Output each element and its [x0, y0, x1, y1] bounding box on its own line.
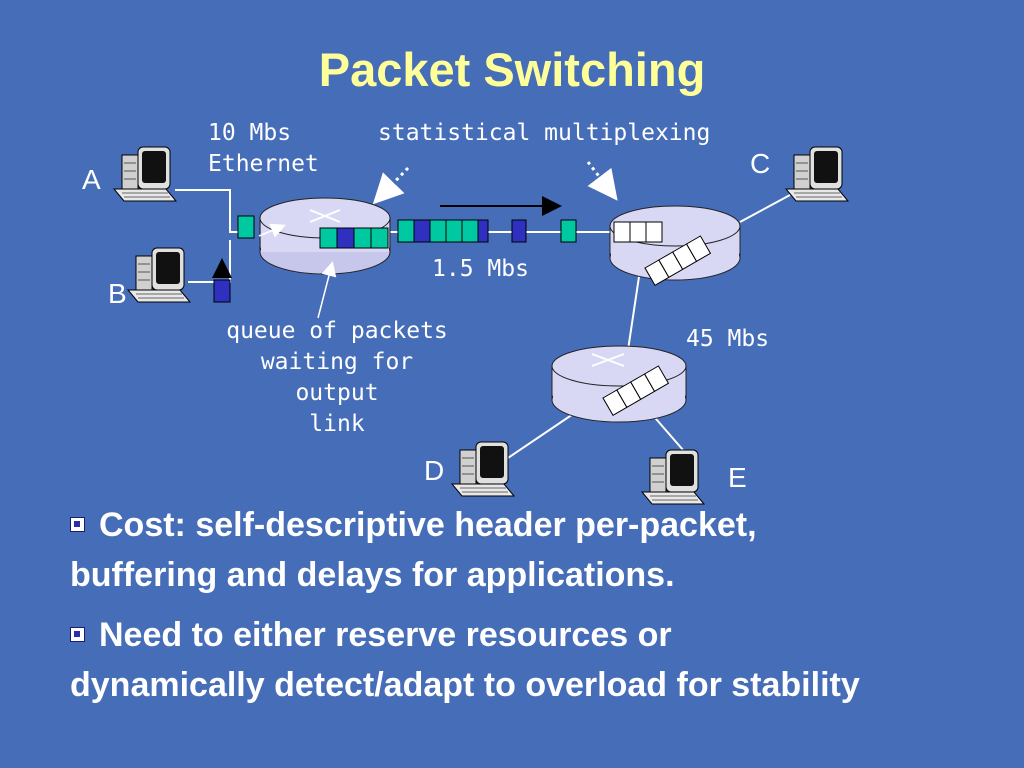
packet-a-arrow — [258, 223, 286, 238]
link-rate-low-label: 45 Mbs — [686, 326, 770, 352]
node-label-e: E — [728, 462, 747, 493]
bullet-item: Need to either reserve resources or dyna… — [70, 610, 1010, 710]
host-e-computer-icon — [641, 449, 705, 505]
router-3 — [551, 345, 687, 423]
packet-from-b — [213, 279, 231, 303]
node-label-b: B — [108, 278, 127, 309]
queue-pointer-arrow — [317, 261, 337, 319]
slide-title: Packet Switching — [318, 43, 706, 96]
bullet-square-icon — [70, 517, 85, 532]
host-b-computer-icon — [127, 247, 191, 303]
queue-label-line-3: link — [309, 411, 365, 437]
link-b-router1 — [188, 240, 231, 283]
queue-label-line-2: waiting for output — [260, 349, 414, 406]
host-a-computer-icon — [113, 146, 177, 202]
link-router2-router3 — [627, 269, 641, 351]
host-c-computer-icon — [785, 146, 849, 202]
host-d-computer-icon — [451, 441, 515, 497]
router-2 — [609, 205, 741, 287]
link-router2-c — [739, 194, 791, 223]
node-label-a: A — [82, 164, 101, 195]
queue-label: queue of packets waiting for output link — [215, 316, 459, 440]
bullet-square-icon — [70, 627, 85, 642]
bullet-list: Cost: self-descriptive header per-packet… — [70, 500, 1010, 720]
packet-from-a — [237, 215, 255, 239]
bullet-1-line-2: buffering and delays for applications. — [70, 556, 675, 594]
node-label-c: C — [750, 148, 771, 179]
ethernet-label-line-1: 10 Mbs — [208, 120, 292, 146]
link-rate-mid-label: 1.5 Mbs — [432, 256, 529, 282]
bullet-2-line-2: dynamically detect/adapt to overload for… — [70, 666, 860, 704]
router-1 — [259, 197, 391, 275]
packets-on-link — [397, 219, 577, 243]
stat-mux-label: statistical multiplexing — [378, 120, 711, 146]
ethernet-label-line-2: Ethernet — [208, 151, 319, 177]
bullet-item: Cost: self-descriptive header per-packet… — [70, 500, 1010, 600]
queue-label-line-1: queue of packets — [226, 318, 448, 344]
link-a-router1 — [175, 189, 245, 233]
bullet-2-line-1: Need to either reserve resources or — [99, 616, 672, 654]
node-label-d: D — [424, 455, 445, 486]
stat-mux-arrow-right — [586, 161, 618, 201]
bullet-1-line-1: Cost: self-descriptive header per-packet… — [99, 506, 757, 544]
stat-mux-arrow-left — [372, 166, 410, 205]
link-router3-d — [504, 407, 583, 461]
ethernet-label: 10 Mbs Ethernet — [208, 118, 319, 180]
